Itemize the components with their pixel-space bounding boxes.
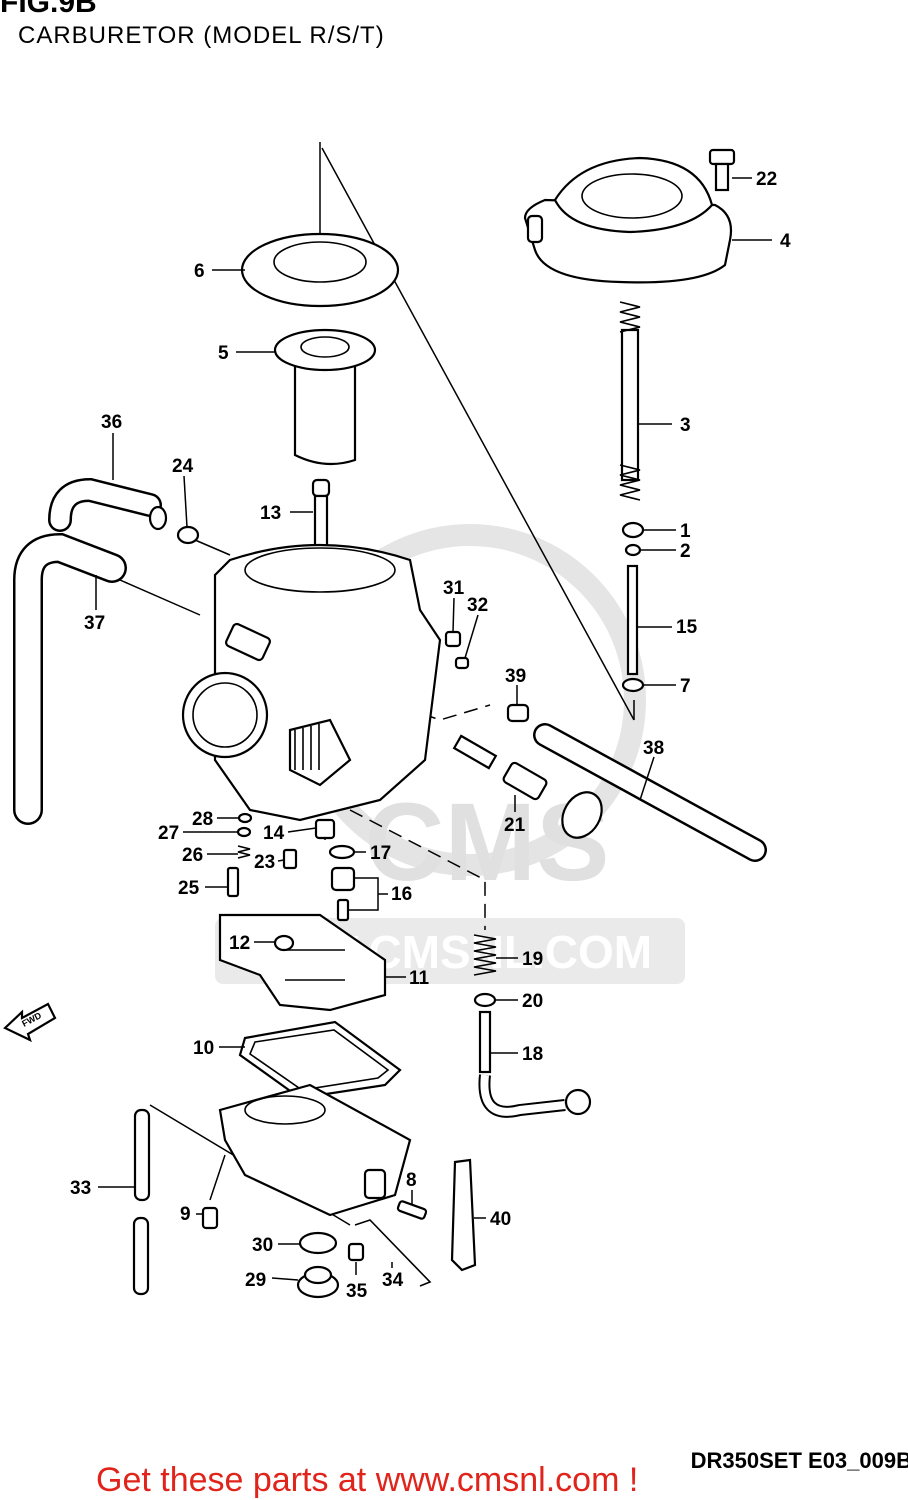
clamp-part39 (506, 703, 530, 723)
callout-labels: 22 4 6 5 3 36 24 13 1 2 37 31 32 15 39 7… (70, 169, 791, 1302)
washer-part2 (624, 543, 642, 557)
figure-code: DR350SET E03_009B (690, 1448, 908, 1473)
callout-11: 11 (409, 968, 430, 989)
callout-33: 33 (70, 1178, 91, 1199)
tube-part38 (533, 723, 767, 862)
hose-part37 (13, 532, 127, 825)
float-valve-part16 (330, 866, 356, 922)
o-ring-part17 (328, 844, 356, 860)
carburetor-body (181, 543, 442, 822)
callout-26: 26 (182, 845, 203, 866)
callout-7: 7 (680, 676, 691, 697)
callout-12: 12 (229, 933, 250, 954)
hose-part36 (48, 477, 168, 532)
callout-29: 29 (245, 1270, 266, 1291)
leader-lines (95, 177, 772, 1281)
callout-6: 6 (194, 261, 205, 282)
advert-link[interactable]: Get these parts at www.cmsnl.com ! (96, 1461, 639, 1499)
callout-3: 3 (680, 415, 691, 436)
callout-2: 2 (680, 541, 691, 562)
jet-needle-part15 (626, 564, 639, 676)
callout-17: 17 (370, 843, 391, 864)
pin-part12 (273, 934, 295, 952)
callout-10: 10 (193, 1038, 214, 1059)
clip-part34 (354, 1219, 432, 1287)
choke-plunger-part21 (452, 734, 603, 839)
callout-35: 35 (346, 1281, 368, 1302)
callout-32: 32 (467, 595, 488, 616)
callout-21: 21 (504, 815, 526, 836)
screw-part9 (201, 1206, 219, 1230)
drain-plug-part29 (296, 1265, 340, 1299)
bracket-part40 (450, 1158, 477, 1272)
callout-30: 30 (252, 1235, 273, 1256)
callout-40: 40 (490, 1209, 511, 1230)
screw-part23 (282, 848, 298, 870)
callout-14: 14 (263, 823, 285, 844)
callout-8: 8 (406, 1170, 417, 1191)
needle-rod-part3 (619, 301, 641, 501)
piston-part5 (273, 328, 377, 466)
callout-9: 9 (180, 1204, 191, 1225)
callout-28: 28 (192, 809, 213, 830)
o-ring-part30 (298, 1231, 338, 1255)
callout-39: 39 (505, 666, 526, 687)
washer-part27 (236, 826, 252, 838)
callout-38: 38 (643, 738, 664, 759)
drain-tube-part33 (132, 1108, 151, 1296)
clip-part1 (621, 521, 645, 539)
float-bowl (218, 1083, 412, 1217)
callout-1: 1 (680, 521, 691, 542)
float-part11 (218, 913, 387, 1012)
callout-20: 20 (522, 991, 543, 1012)
top-cover-part4 (523, 156, 733, 284)
callout-36: 36 (101, 412, 122, 433)
spring-part19 (473, 934, 497, 976)
callout-15: 15 (676, 617, 698, 638)
screw-part35 (347, 1242, 365, 1262)
callout-34: 34 (382, 1270, 404, 1291)
callout-22: 22 (756, 169, 777, 190)
spring-part26 (237, 845, 251, 859)
callout-25: 25 (178, 878, 200, 899)
figure-subtitle: CARBURETOR (MODEL R/S/T) (18, 22, 385, 49)
throttle-screw-part18 (478, 1010, 592, 1118)
callout-23: 23 (254, 852, 275, 873)
screw-part25 (226, 866, 240, 898)
washer-part7 (621, 677, 645, 693)
callout-37: 37 (84, 613, 105, 634)
figure-title: FIG.9B (0, 0, 97, 19)
callout-5: 5 (218, 343, 229, 364)
gasket-part10 (238, 1020, 402, 1100)
screw-part8 (396, 1200, 428, 1220)
screw-part13 (311, 478, 331, 558)
o-ring-part28 (237, 812, 253, 824)
fwd-arrow-icon: FWD (3, 1002, 57, 1043)
screw-part22 (708, 148, 736, 192)
jet-part14 (314, 818, 336, 840)
callout-31: 31 (443, 578, 465, 599)
clamp-part24 (176, 525, 200, 545)
diaphragm-part6 (240, 232, 400, 308)
screw-part32 (454, 656, 470, 670)
callout-27: 27 (158, 823, 179, 844)
callout-4: 4 (780, 231, 791, 252)
callout-18: 18 (522, 1044, 543, 1065)
callout-13: 13 (260, 503, 281, 524)
callout-24: 24 (172, 456, 194, 477)
washer-part20 (473, 992, 497, 1008)
callout-19: 19 (522, 949, 543, 970)
screw-part31 (444, 630, 462, 648)
callout-16: 16 (391, 884, 412, 905)
